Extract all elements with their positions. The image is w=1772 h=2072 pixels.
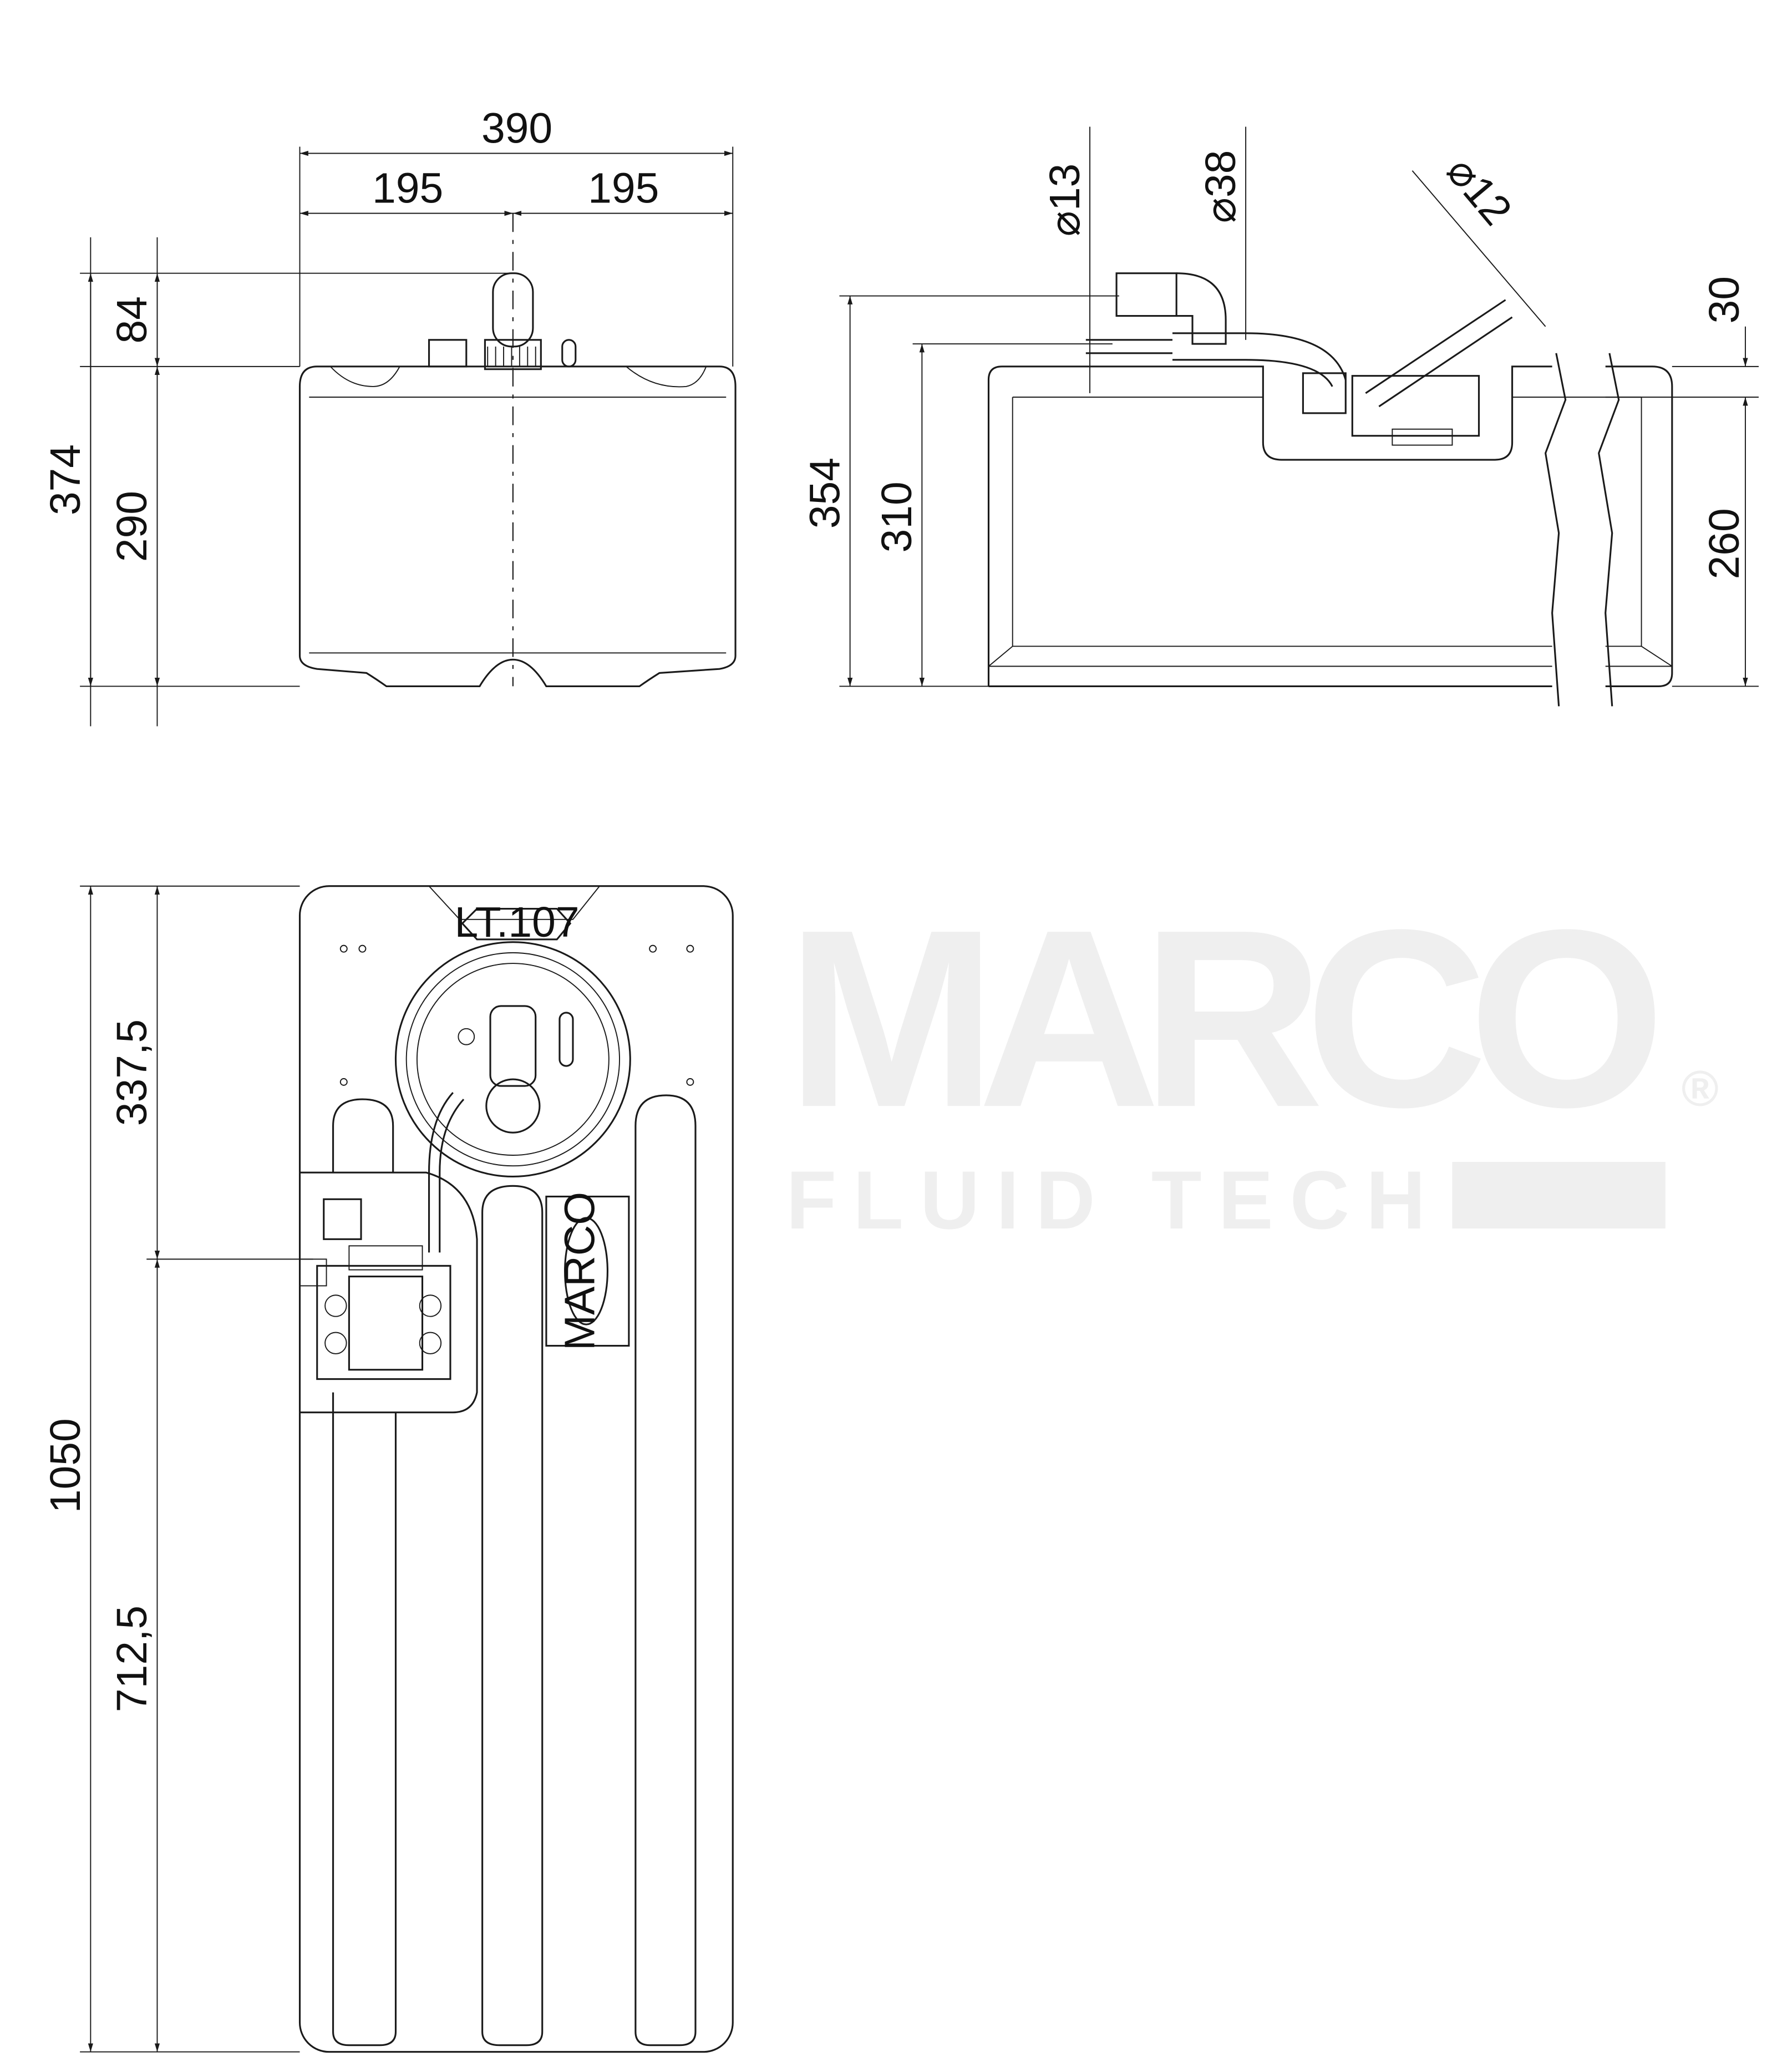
dim-length-total: 1050 xyxy=(42,1418,89,1513)
pump-recess xyxy=(299,1171,478,1414)
pump-side xyxy=(1302,372,1347,414)
hose xyxy=(1085,332,1347,387)
watermark-sub: FLUID TECH xyxy=(786,1154,1425,1246)
dim-height-30: 30 xyxy=(1700,276,1748,324)
motor-side xyxy=(1351,375,1480,437)
pump-bracket xyxy=(316,1264,451,1380)
dim-length-bottom: 712,5 xyxy=(108,1606,156,1712)
dim-height-260: 260 xyxy=(1700,508,1748,579)
channel-left xyxy=(332,1392,397,2046)
dim-height-body: 290 xyxy=(108,491,156,562)
watermark-registered: ® xyxy=(1682,1060,1719,1117)
watermark: MARCO FLUID TECH ® xyxy=(786,877,1719,1246)
tank-top-outline xyxy=(298,885,734,2053)
dim-width-total: 390 xyxy=(481,104,552,152)
pipe-38 xyxy=(1115,272,1177,317)
model-tag-frame xyxy=(461,908,572,941)
dim-dia-13: ⌀13 xyxy=(1041,164,1089,237)
model-tag: LT.107 xyxy=(455,898,580,946)
dim-dia-12: ⌀12 xyxy=(1438,148,1521,234)
top-view: LT.107 MARCO 1050 337,5 712,5 xyxy=(42,885,734,2053)
dim-height-total: 374 xyxy=(42,444,89,515)
filler-neck xyxy=(489,1005,537,1087)
dim-dia-38: ⌀38 xyxy=(1197,150,1245,224)
manhole-cover xyxy=(394,941,631,1177)
pump-hose xyxy=(428,1092,465,1253)
pump-motor xyxy=(348,1276,424,1371)
channel-right xyxy=(634,1094,697,2046)
fitting-left xyxy=(428,339,468,368)
marco-plate xyxy=(545,1195,630,1347)
filter xyxy=(323,1198,362,1240)
front-view: 390 195 195 374 84 290 xyxy=(42,104,737,727)
vent-fitting xyxy=(561,339,577,368)
dim-height-top: 84 xyxy=(108,296,156,344)
hose-12 xyxy=(1365,299,1506,394)
marco-plate-logo: MARCO xyxy=(556,1192,603,1350)
channel-center xyxy=(481,1185,544,2046)
dim-height-310: 310 xyxy=(873,481,921,552)
dim-width-left: 195 xyxy=(372,164,443,212)
watermark-bar xyxy=(1452,1162,1666,1229)
dim-width-right: 195 xyxy=(588,164,659,212)
dim-length-top: 337,5 xyxy=(108,1019,156,1126)
dim-height-354: 354 xyxy=(801,458,849,529)
side-view: ⌀13 ⌀38 ⌀12 354 310 30 260 xyxy=(801,126,1759,707)
watermark-brand: MARCO xyxy=(786,877,1665,1160)
tank-side-outline xyxy=(987,365,1673,687)
break-lines xyxy=(1545,353,1620,707)
tank-outline xyxy=(298,365,737,687)
